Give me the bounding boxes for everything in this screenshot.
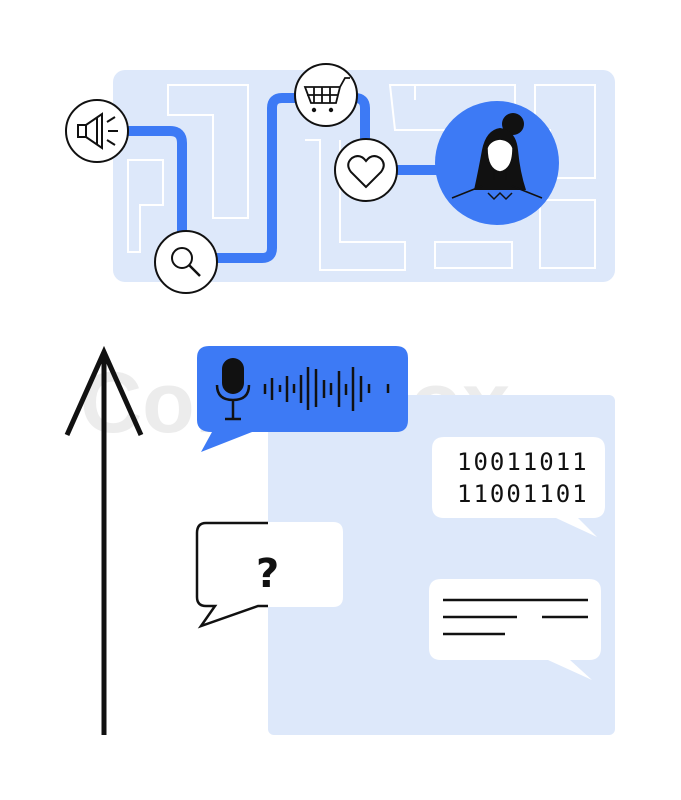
text-lines-icon [443, 598, 588, 636]
binary-message-bubble: 10011011 11001101 [432, 437, 605, 537]
search-icon [154, 230, 218, 294]
heart-icon [334, 138, 398, 202]
microphone-icon [215, 358, 251, 421]
text-message-bubble [429, 579, 601, 680]
voice-message-bubble [197, 346, 408, 452]
sound-wave-icon [263, 367, 390, 411]
arrow-up-icon [64, 345, 144, 735]
cart-icon [294, 63, 358, 127]
customer-avatar-icon [435, 101, 559, 225]
binary-line-1: 10011011 [457, 448, 589, 476]
question-message-bubble: ? [195, 521, 343, 629]
journey-map [65, 63, 615, 294]
binary-line-2: 11001101 [457, 480, 589, 508]
megaphone-icon [65, 99, 129, 163]
question-mark: ? [256, 551, 279, 597]
journey-path [97, 93, 440, 263]
